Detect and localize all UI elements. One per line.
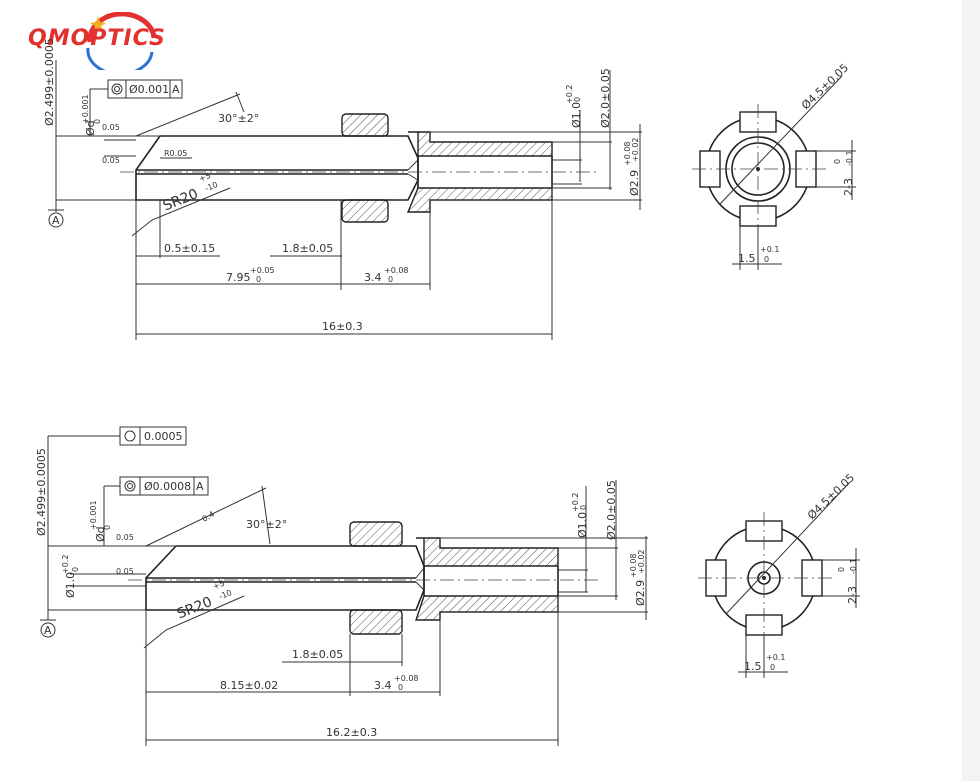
top-datum-label: A	[52, 214, 60, 227]
bottom-surface-2: 0.05	[116, 567, 134, 576]
bottom-small-dia: Ø1.0	[64, 572, 77, 598]
bottom-dim-162: 16.2±0.3	[326, 726, 377, 739]
top-d-label: Ød	[84, 120, 97, 136]
top-sphere-radius-callout: SR20 +5 -10	[131, 171, 231, 237]
bottom-dia-main-label: Ø2.499±0.0005	[35, 448, 48, 536]
bottom-end-slot-d-tol-upper: +0.1	[766, 653, 785, 662]
bottom-chamfer-note: 0.4	[201, 510, 217, 524]
top-body-outline	[120, 113, 600, 223]
bottom-surface-1: 0.05	[116, 533, 134, 542]
top-concentricity-datum: A	[172, 83, 180, 96]
bottom-dim-815: 8.15±0.02	[220, 679, 278, 692]
top-end-slot-w-tol-upper: 0	[833, 159, 842, 164]
page-edge-strip	[962, 0, 980, 781]
bottom-dia-10: Ø1.0	[576, 512, 589, 538]
bottom-dim-34-tol-upper: +0.08	[394, 674, 419, 683]
top-dia-10-tol-upper: +0.2	[565, 85, 574, 104]
top-dim-34-tol-upper: +0.08	[384, 266, 409, 275]
top-end-slot-w: 2-3	[842, 178, 855, 196]
top-dia-29: Ø2.9	[628, 170, 641, 196]
bottom-end-dia: Ø4.5±0.05	[805, 471, 857, 522]
bottom-dim-34: 3.4	[374, 679, 392, 692]
top-datum-symbol: A	[48, 209, 64, 228]
bottom-end-slot-d-tol-lower: 0	[770, 663, 775, 672]
top-sphere-tol-lower: -10	[204, 180, 219, 193]
top-dim-16: 16±0.3	[322, 320, 363, 333]
top-d-tol-lower: 0	[93, 119, 102, 124]
top-dia-29-tol-upper: +0.08	[623, 141, 632, 166]
bottom-sphere-radius: SR20	[175, 594, 215, 622]
bottom-dim-18: 1.8±0.05	[292, 648, 343, 661]
top-sphere-radius: SR20	[161, 186, 201, 214]
top-end-view: Ø4.5±0.05 2-3 0 -0.1 1.5 +0.1 0	[692, 61, 856, 270]
bottom-circularity-frame: 0.0005	[48, 426, 187, 446]
bottom-dim-34-tol-lower: 0	[398, 683, 403, 692]
bottom-concentricity-datum: A	[196, 480, 204, 493]
bottom-d-tol-upper: +0.001	[89, 500, 98, 530]
top-dia-10-tol-lower: 0	[573, 97, 582, 102]
bottom-small-dia-tol-upper: +0.2	[61, 555, 70, 574]
bottom-angle-label: 30°±2°	[246, 518, 287, 531]
bottom-dia-10-tol-upper: +0.2	[571, 493, 580, 512]
bottom-dia-29: Ø2.9	[634, 580, 647, 606]
top-drawing: Ø2.499±0.0005 Ø0.001 A +0.001 Ød 0 0.05 …	[43, 38, 856, 340]
bottom-end-slot-d: 1.5	[744, 660, 762, 673]
bottom-small-dia-tol-lower: 0	[71, 567, 80, 572]
bottom-dia-29-tol-lower: +0.02	[637, 549, 646, 574]
bottom-sphere-tol-upper: +5	[212, 579, 226, 592]
bottom-end-slot-w: 2-3	[846, 586, 859, 604]
bottom-circularity-value: 0.0005	[144, 430, 183, 443]
bottom-drawing: Ø2.499±0.0005 0.0005 Ø0.0008 A +0.001 Ød…	[35, 426, 860, 746]
top-dia-main-label: Ø2.499±0.0005	[43, 38, 56, 126]
top-surface-2: 0.05	[102, 156, 120, 165]
bottom-dia-29-tol-upper: +0.08	[629, 553, 638, 578]
top-dim-05: 0.5±0.15	[164, 242, 215, 255]
bottom-body-outline	[128, 521, 600, 635]
top-angle-label: 30°±2°	[218, 112, 259, 125]
bottom-concentricity-value: Ø0.0008	[144, 480, 191, 493]
top-dia-10: Ø1.0	[570, 102, 583, 128]
bottom-end-slot-w-tol-upper: 0	[837, 567, 846, 572]
top-end-slot-w-tol-lower: -0.1	[845, 150, 854, 166]
top-dim-34-tol-lower: 0	[388, 275, 393, 284]
top-end-slot-d-tol-lower: 0	[764, 255, 769, 264]
bottom-dia-10-tol-lower: 0	[579, 505, 588, 510]
top-dim-34: 3.4	[364, 271, 382, 284]
top-concentricity-value: Ø0.001	[129, 83, 169, 96]
bottom-dia-20: Ø2.0±0.05	[605, 480, 618, 540]
bottom-end-slot-w-tol-lower: -0.1	[849, 558, 858, 574]
top-end-slot-d: 1.5	[738, 252, 756, 265]
bottom-d-label: Ød	[94, 526, 107, 542]
top-dim-795-tol-upper: +0.05	[250, 266, 275, 275]
bottom-d-tol-lower: 0	[103, 525, 112, 530]
bottom-datum-label: A	[44, 624, 52, 637]
top-radius-label: R0.05	[164, 149, 187, 158]
top-end-slot-d-tol-upper: +0.1	[760, 245, 779, 254]
bottom-datum-symbol: A	[40, 619, 56, 638]
top-concentricity-frame: Ø0.001 A	[89, 79, 183, 136]
top-dim-795: 7.95	[226, 271, 251, 284]
top-end-dia: Ø4.5±0.05	[799, 61, 851, 112]
bottom-sphere-radius-callout: SR20 +5 -10	[143, 579, 245, 649]
logo-arc-icon	[86, 12, 157, 70]
top-dia-29-tol-lower: +0.02	[631, 137, 640, 162]
bottom-end-view: Ø4.5±0.05 2-3 0 -0.1 1.5 +0.1 0	[698, 471, 860, 678]
top-sphere-tol-upper: +5	[198, 171, 212, 184]
bottom-concentricity-frame: Ø0.0008 A	[103, 476, 209, 546]
company-logo: QMOPTICS	[28, 12, 198, 70]
logo-text: QMOPTICS	[28, 26, 166, 51]
top-dia-20: Ø2.0±0.05	[599, 68, 612, 128]
top-dim-795-tol-lower: 0	[256, 275, 261, 284]
top-dim-18: 1.8±0.05	[282, 242, 333, 255]
bottom-sphere-tol-lower: -10	[218, 588, 233, 601]
top-surface-1: 0.05	[102, 123, 120, 132]
top-d-tol-upper: +0.001	[81, 94, 90, 124]
